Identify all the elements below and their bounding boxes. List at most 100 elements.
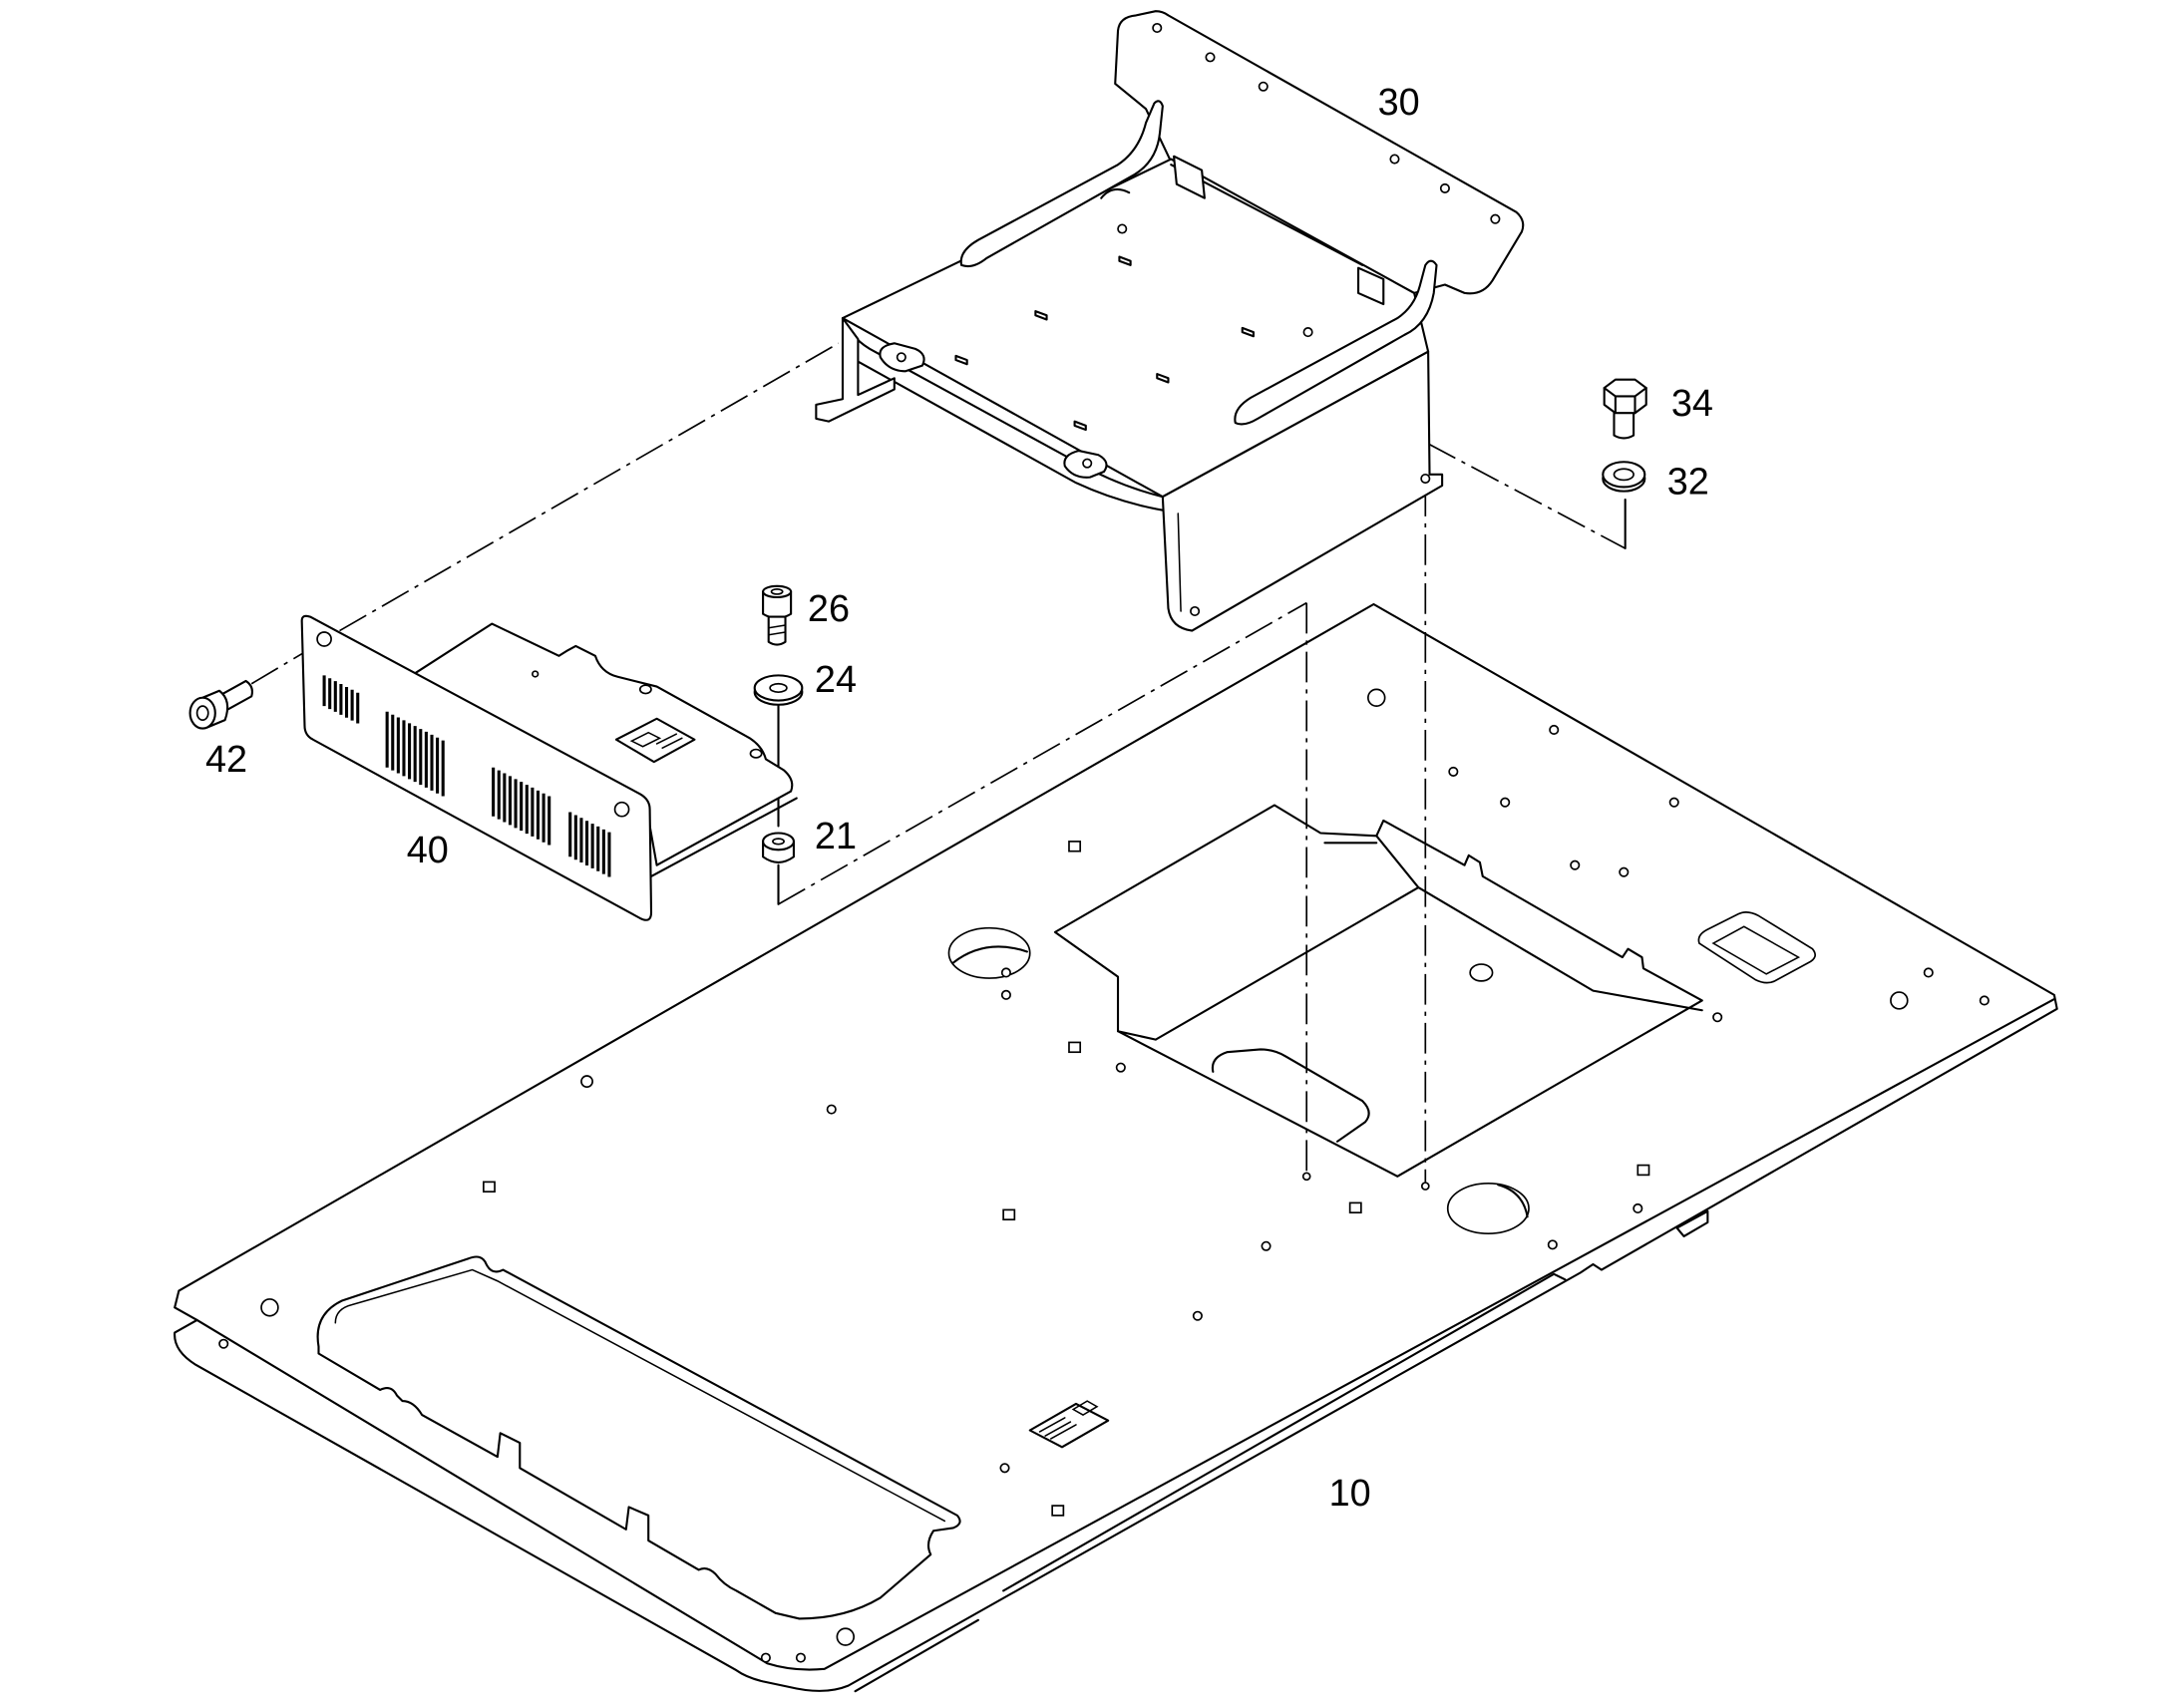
bracket-left-rib: [959, 100, 1164, 268]
hole: [1469, 963, 1494, 982]
callout-label: 32: [1667, 461, 1709, 503]
support-bracket: [815, 10, 1525, 632]
front-flange-edge: [1177, 512, 1182, 612]
hole: [1668, 797, 1679, 808]
hole: [1152, 22, 1163, 34]
hex-bolt: [1603, 378, 1647, 440]
hole: [1115, 1062, 1126, 1073]
washer-hole: [769, 682, 788, 693]
hole: [1082, 458, 1093, 469]
assembly-lines: [250, 342, 1627, 1183]
callout-label: 40: [407, 830, 449, 871]
panel-side-flange: [649, 797, 798, 877]
vent-panel: [300, 614, 798, 921]
screw-thread: [767, 624, 787, 636]
bracket-right-rib: [1234, 259, 1438, 426]
hole: [1633, 1202, 1643, 1214]
floor-slots: [954, 223, 1313, 432]
flat-washer: [1602, 461, 1646, 493]
cutout-tab: [1497, 1184, 1529, 1218]
hole: [1000, 967, 1011, 978]
cutout-tab: [951, 945, 1028, 964]
assembly-line: [339, 342, 840, 632]
hole: [999, 1463, 1010, 1474]
callout-label: 42: [205, 739, 247, 781]
panel-top-flange: [404, 622, 794, 866]
square-cutouts: [483, 841, 1650, 1517]
label-outline: [614, 717, 696, 764]
assembly-line: [1427, 443, 1627, 549]
vent-slots: [322, 675, 611, 877]
hole: [1712, 1012, 1723, 1023]
hole: [1190, 605, 1201, 617]
assembly-line: [778, 601, 1307, 905]
bracket-left-flange: [815, 317, 896, 423]
hole: [1258, 81, 1269, 92]
bracket-front-flange: [1161, 350, 1444, 632]
round-cutout: [947, 926, 1031, 979]
opening-inner-edges: [1116, 835, 1703, 1041]
label-lines: [629, 731, 683, 749]
bracket-back-plate: [1114, 10, 1525, 295]
hole: [1420, 473, 1431, 485]
round-cutout: [1446, 1182, 1530, 1235]
hole: [580, 1075, 593, 1089]
hole: [316, 631, 332, 647]
label-outline: [1028, 1402, 1110, 1449]
callout-label: 24: [815, 659, 857, 701]
square-cutout: [1348, 1201, 1362, 1214]
hole: [260, 1298, 279, 1317]
bolt-shank: [1613, 412, 1635, 440]
callout-label: 21: [815, 816, 857, 857]
label-lines: [1038, 1400, 1099, 1440]
hole: [1192, 1310, 1203, 1321]
hole: [1117, 223, 1128, 234]
square-cutout: [483, 1181, 496, 1194]
hole: [1547, 1239, 1558, 1250]
hole: [1302, 327, 1313, 338]
hole: [1979, 995, 1990, 1006]
hole: [1205, 52, 1216, 63]
hole: [532, 670, 540, 678]
slot: [1118, 255, 1132, 266]
panel-front-plate: [300, 614, 653, 921]
hole: [1000, 989, 1011, 1000]
hole: [613, 801, 630, 818]
square-cutout: [1636, 1164, 1650, 1177]
cap-screw: [188, 679, 253, 730]
cap-screw-shank: [219, 679, 253, 712]
socket-head-screw: [762, 584, 793, 646]
callout-label: 30: [1378, 82, 1420, 124]
callout-label: 10: [1329, 1473, 1371, 1515]
hole: [1261, 1240, 1272, 1251]
base-plate-top-edge: [195, 997, 2055, 1671]
slot-inner-edge: [1711, 925, 1801, 975]
base-plate-underside-rail: [854, 1209, 1709, 1693]
large-cutout-inner-edge: [334, 1268, 946, 1523]
hole: [1448, 766, 1459, 777]
base-plate: [174, 602, 2058, 1693]
hole: [826, 1104, 837, 1115]
center-opening: [1053, 804, 1703, 1178]
bracket-tab: [1173, 155, 1206, 199]
hole: [1490, 213, 1501, 224]
hole: [1549, 724, 1560, 735]
slot: [1241, 326, 1256, 338]
slot: [1156, 373, 1170, 384]
hole: [1619, 866, 1630, 877]
hole: [1890, 991, 1909, 1010]
hole: [218, 1338, 229, 1349]
washer-hole: [1613, 468, 1635, 482]
opening-recess: [1211, 1048, 1370, 1143]
slot: [1073, 420, 1087, 432]
hex-socket: [195, 705, 209, 721]
mounting-holes: [218, 688, 1990, 1663]
square-cutout: [1051, 1505, 1065, 1517]
hole: [896, 352, 907, 363]
square-cutout: [1002, 1208, 1016, 1221]
rectangular-slot: [1697, 911, 1816, 984]
hole: [836, 1627, 856, 1646]
hole: [749, 748, 763, 759]
bolt-head-edges: [1603, 387, 1647, 415]
hole: [1389, 154, 1400, 165]
